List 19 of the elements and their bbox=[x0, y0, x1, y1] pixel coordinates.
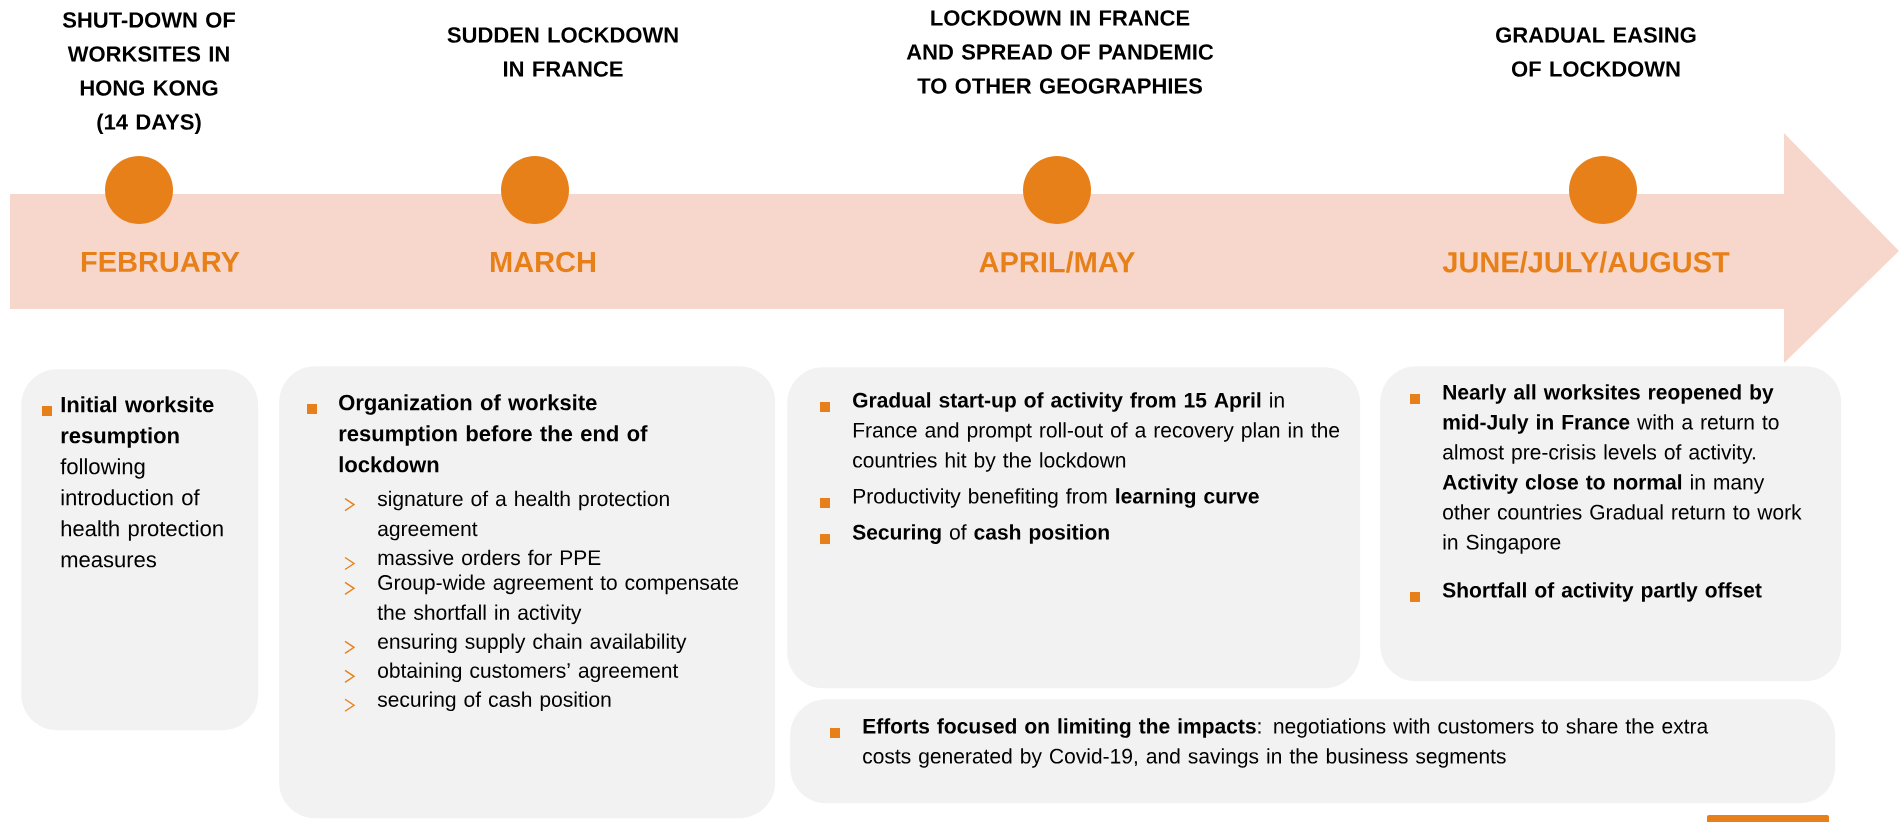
bullet-text: Securing of cash position bbox=[852, 524, 1109, 544]
month-label: FEBRUARY bbox=[81, 251, 240, 273]
bullet-text: Initial worksite resumption following introduction of health protection measures bbox=[60, 396, 223, 568]
bullet-text: ensuring supply chain availability bbox=[378, 633, 687, 654]
month-label: MARCH bbox=[491, 251, 595, 273]
milestone-dot bbox=[1023, 156, 1091, 224]
milestone-dot bbox=[105, 156, 173, 224]
bullet-text: Productivity benefiting from learning curve bbox=[853, 488, 1259, 508]
bullet-text: Organization of worksite resumption before the end of lockdown bbox=[339, 394, 648, 473]
bullet-text: Shortfall of activity partly offset bbox=[1442, 582, 1762, 602]
month-label: APRIL/MAY bbox=[979, 251, 1135, 273]
milestone-dot bbox=[1569, 156, 1637, 224]
bullet-text: Nearly all worksites reopened by mid-July in France with a return to almost pre-crisis levels of activity. Activity close to normal in many other countries Gradual return to work in Singapore bbox=[1442, 384, 1802, 554]
bullet-text: massive orders for PPE bbox=[378, 549, 601, 566]
month-label: JUNE/JULY/AUGUST bbox=[1442, 251, 1730, 273]
milestone-dot bbox=[501, 156, 569, 224]
bullet-text: obtaining customers’ agreement bbox=[378, 662, 679, 683]
bullet-text: Efforts focused on limiting the impacts: negotiations with customers to share the extra costs generated by Covid-19, and savings in the business segments bbox=[863, 718, 1709, 768]
bullet-text: securing of cash position bbox=[377, 691, 611, 712]
